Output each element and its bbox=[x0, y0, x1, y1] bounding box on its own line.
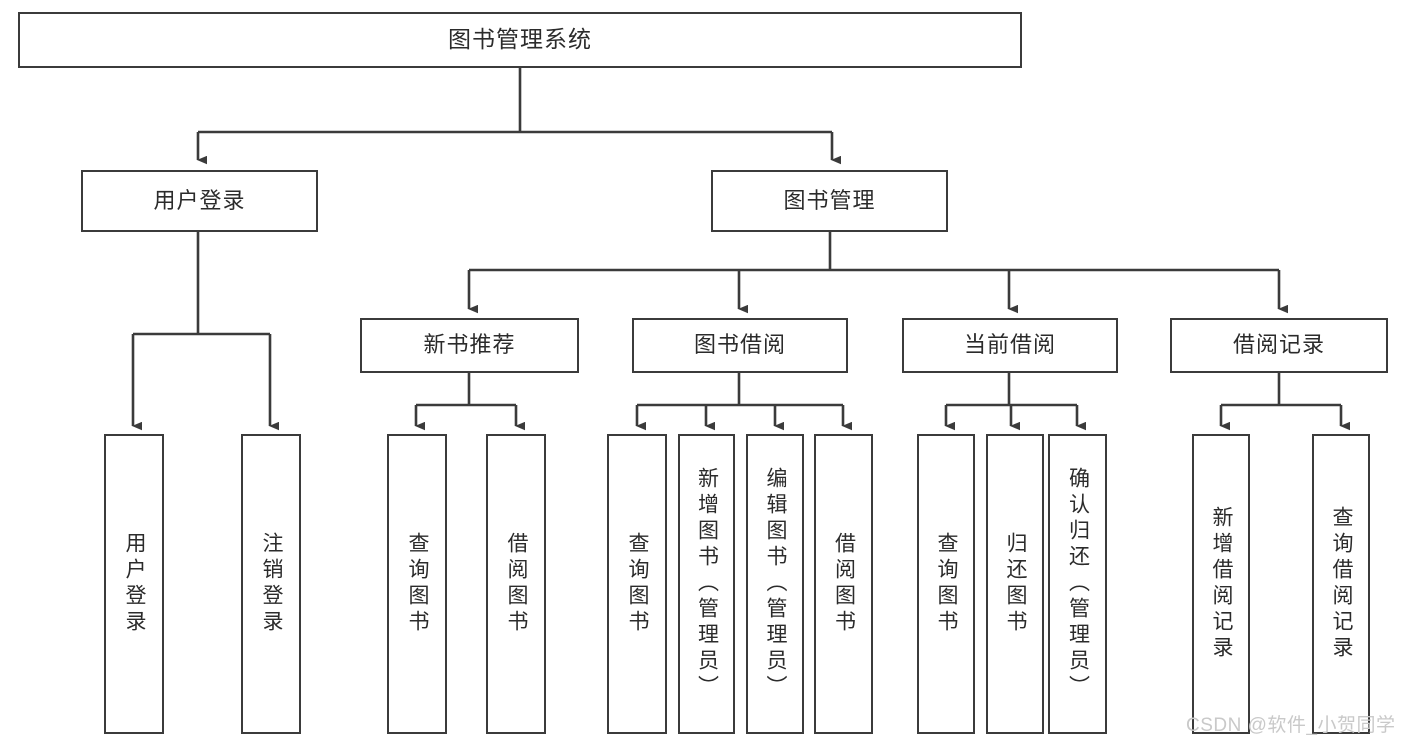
leaf-book-borrow-edit-book-admin[interactable]: 编辑图书（管理员） bbox=[746, 434, 804, 734]
leaf-borrow-record-add-record[interactable]: 新增借阅记录 bbox=[1192, 434, 1250, 734]
leaf-user-login-do-login[interactable]: 用户登录 bbox=[104, 434, 164, 734]
node-borrow-record[interactable]: 借阅记录 bbox=[1170, 318, 1388, 373]
node-root-book-management-system[interactable]: 图书管理系统 bbox=[18, 12, 1022, 68]
leaf-book-borrow-add-book-admin[interactable]: 新增图书（管理员） bbox=[678, 434, 735, 734]
node-label: 新书推荐 bbox=[423, 332, 516, 358]
node-label: 新增图书（管理员） bbox=[695, 467, 719, 701]
node-label: 借阅图书 bbox=[505, 532, 529, 636]
node-label: 用户登录 bbox=[153, 187, 246, 213]
leaf-user-login-logout[interactable]: 注销登录 bbox=[241, 434, 301, 734]
node-label: 注销登录 bbox=[260, 532, 284, 636]
node-label: 用户登录 bbox=[123, 532, 147, 636]
leaf-book-borrow-query-book[interactable]: 查询图书 bbox=[607, 434, 667, 734]
leaf-book-borrow-borrow-book[interactable]: 借阅图书 bbox=[814, 434, 873, 734]
node-label: 图书管理系统 bbox=[448, 26, 592, 53]
node-label: 编辑图书（管理员） bbox=[764, 467, 788, 701]
node-label: 确认归还（管理员） bbox=[1066, 467, 1090, 701]
leaf-borrow-record-query-record[interactable]: 查询借阅记录 bbox=[1312, 434, 1370, 734]
node-book-management[interactable]: 图书管理 bbox=[711, 170, 948, 232]
node-book-borrow[interactable]: 图书借阅 bbox=[632, 318, 848, 373]
node-label: 查询图书 bbox=[935, 532, 959, 636]
node-label: 查询图书 bbox=[406, 532, 430, 636]
node-label: 归还图书 bbox=[1004, 532, 1028, 636]
leaf-new-book-query-book[interactable]: 查询图书 bbox=[387, 434, 447, 734]
node-label: 图书借阅 bbox=[693, 332, 786, 358]
csdn-watermark: CSDN @软件_小贺同学 bbox=[1186, 715, 1396, 736]
node-label: 借阅图书 bbox=[832, 532, 856, 636]
node-label: 新增借阅记录 bbox=[1210, 506, 1234, 662]
leaf-new-book-borrow-book[interactable]: 借阅图书 bbox=[486, 434, 546, 734]
node-label: 当前借阅 bbox=[963, 332, 1056, 358]
node-user-login[interactable]: 用户登录 bbox=[81, 170, 318, 232]
leaf-current-borrow-query-book[interactable]: 查询图书 bbox=[917, 434, 975, 734]
leaf-current-borrow-return-book[interactable]: 归还图书 bbox=[986, 434, 1044, 734]
node-label: 查询借阅记录 bbox=[1330, 506, 1354, 662]
node-label: 借阅记录 bbox=[1232, 332, 1325, 358]
node-label: 查询图书 bbox=[626, 532, 650, 636]
leaf-current-borrow-confirm-return-admin[interactable]: 确认归还（管理员） bbox=[1048, 434, 1107, 734]
node-current-borrow[interactable]: 当前借阅 bbox=[902, 318, 1118, 373]
node-new-book-recommend[interactable]: 新书推荐 bbox=[360, 318, 579, 373]
node-label: 图书管理 bbox=[783, 187, 876, 213]
